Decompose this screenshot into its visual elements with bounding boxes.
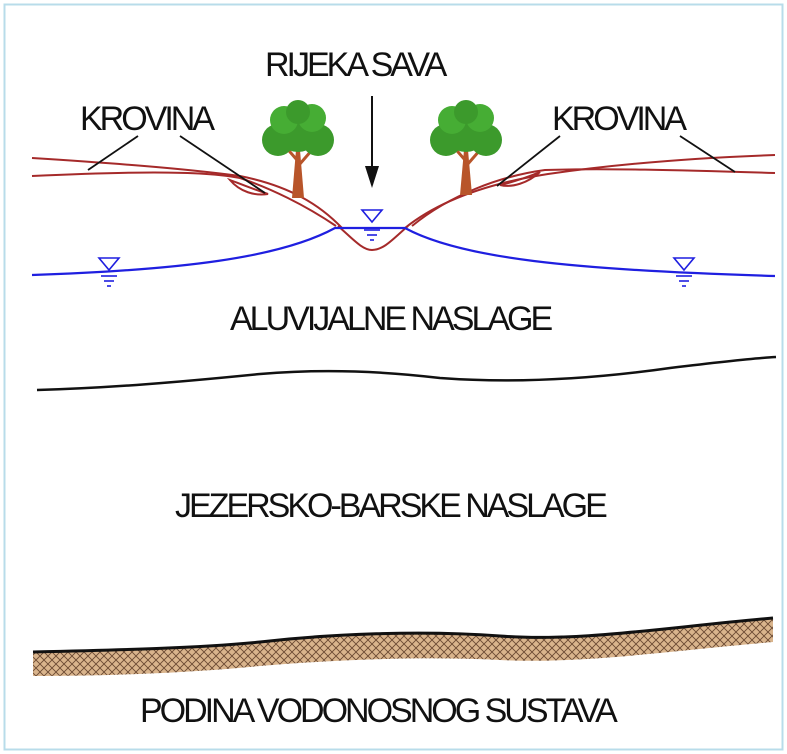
roof-left-lens bbox=[226, 177, 269, 196]
lacustrine-label: JEZERSKO-BARSKE NASLAGE bbox=[175, 487, 607, 525]
water-table-line bbox=[31, 226, 776, 278]
roof-layer-lines bbox=[31, 154, 776, 252]
base-label: PODINA VODONOSNOG SUSTAVA bbox=[140, 692, 618, 730]
alluvial-label: ALUVIJALNE NASLAGE bbox=[230, 300, 552, 338]
water-level-triangle-icon bbox=[97, 257, 121, 287]
tree-icon bbox=[430, 100, 502, 195]
roof-left-label: KROVINA bbox=[80, 100, 215, 138]
river-label: RIJEKA SAVA bbox=[265, 46, 448, 84]
frame-border bbox=[3, 3, 784, 751]
river-bed bbox=[337, 225, 409, 252]
alluvial-lacustrine-boundary bbox=[36, 355, 777, 392]
down-arrow-icon bbox=[365, 96, 379, 188]
water-level-triangle-icon bbox=[672, 257, 696, 287]
leader-lines bbox=[87, 135, 736, 194]
aquifer-base-top-line bbox=[32, 616, 774, 654]
roof-right-label: KROVINA bbox=[552, 100, 687, 138]
water-level-triangle-icon bbox=[360, 209, 384, 241]
roof-left-upper-line bbox=[31, 157, 343, 229]
tree-icon bbox=[262, 100, 334, 198]
roof-left-lower-line bbox=[31, 171, 337, 227]
aquifer-base-layer bbox=[33, 618, 773, 676]
roof-right-lens bbox=[499, 171, 541, 187]
roof-right-lower-line bbox=[411, 168, 776, 227]
